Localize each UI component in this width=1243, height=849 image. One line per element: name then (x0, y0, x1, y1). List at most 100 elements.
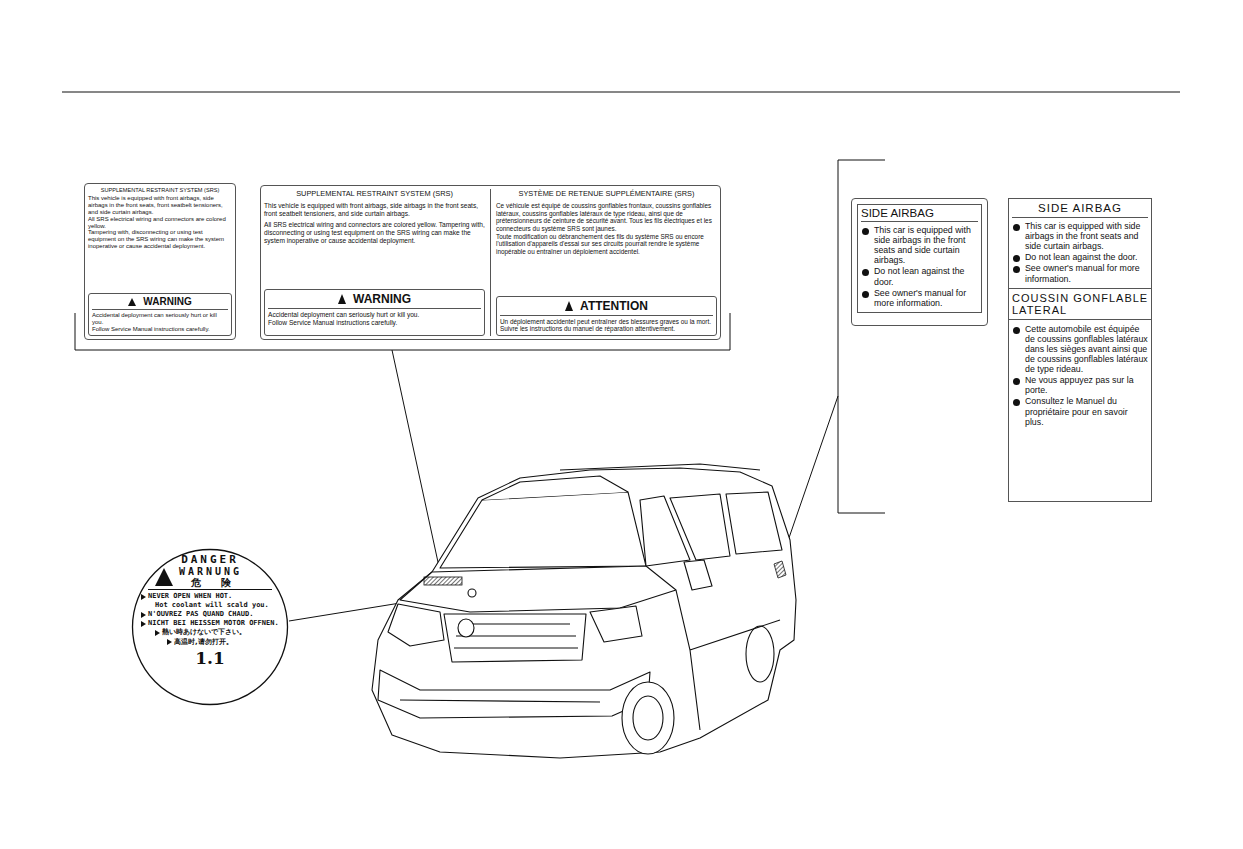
srs-label: SUPPLEMENTAL RESTRAINT SYSTEM (SRS) This … (260, 185, 721, 340)
bullet-row: Do not lean against the door. (861, 266, 978, 286)
rule (148, 589, 272, 590)
label-title: SUPPLEMENTAL RESTRAINT SYSTEM (SRS) (88, 187, 232, 193)
danger-text: N'OUVREZ PAS QUAND CHAUD. (148, 610, 253, 619)
bullet-text: Do not lean against the door. (1025, 252, 1138, 262)
hood-label (424, 577, 462, 585)
attention-body: Un déploiement accidentel peut entraîner… (500, 318, 713, 326)
label-body: Ce véhicule est équipé de coussins gonfl… (496, 202, 717, 233)
label-body: This vehicle is equipped with front airb… (88, 195, 232, 216)
door-label (774, 561, 786, 578)
warning-triangle (128, 298, 136, 306)
danger-line: NEVER OPEN WHEN HOT. (141, 592, 232, 601)
label-body: Toute modification ou débranchement des … (496, 233, 717, 256)
bullet-dot (1013, 327, 1020, 334)
bullet-text: Ne vous appuyez pas sur la porte. (1025, 375, 1148, 395)
warning-body: Accidental deployment can seriously hurt… (268, 311, 481, 319)
warning-heading: WARNING (268, 292, 481, 309)
warning-body: Accidental deployment can seriously hurt… (92, 312, 228, 326)
danger-title: WARNUNG (179, 566, 242, 577)
spacer (264, 245, 485, 286)
label-title: SUPPLEMENTAL RESTRAINT SYSTEM (SRS) (264, 189, 485, 198)
bullet-text: See owner's manual for more information. (1025, 263, 1148, 283)
label-title: SIDE AIRBAG (861, 207, 978, 222)
danger-heading: WARNUNG危 険 (155, 566, 265, 588)
warning-triangle (565, 301, 573, 311)
bullet-text: Do not lean against the door. (874, 266, 978, 286)
warning-heading: ATTENTION (500, 299, 713, 316)
danger-text: Hot coolant will scald you. (155, 601, 269, 610)
bullet-dot (1013, 224, 1020, 231)
bullet-row: Ne vous appuyez pas sur la porte. (1012, 375, 1148, 395)
bullet-dot (862, 228, 869, 235)
label-title: SIDE AIRBAG (1012, 202, 1148, 218)
bullet-row: See owner's manual for more information. (1012, 263, 1148, 283)
bullet-dot (1013, 255, 1020, 262)
danger-title: 危 険 (191, 577, 231, 588)
bullet-row: See owner's manual for more information. (861, 288, 978, 308)
danger-title: DANGER (181, 554, 239, 566)
bullet-text: See owner's manual for more information. (874, 288, 978, 308)
label-body: This vehicle is equipped with front airb… (264, 202, 485, 218)
label-body: All SRS electrical wiring and connectors… (264, 221, 485, 245)
bullet-text: This car is equipped with side airbags i… (874, 225, 978, 265)
warning-heading: WARNING (92, 296, 228, 310)
arrow-marker (155, 630, 160, 636)
arrow-marker (167, 639, 172, 645)
warning-body: Follow Service Manual instructions caref… (92, 326, 228, 333)
minivan (372, 464, 796, 758)
bullet-row: Do not lean against the door. (1012, 252, 1148, 262)
label-column: SUPPLEMENTAL RESTRAINT SYSTEM (SRS) This … (264, 189, 491, 336)
spacer (88, 250, 232, 289)
danger-line: N'OUVREZ PAS QUAND CHAUD. (141, 610, 253, 619)
bullet-row: Consultez le Manuel du propriétaire pour… (1012, 396, 1148, 426)
spacer (496, 256, 717, 292)
warning-triangle (338, 294, 346, 304)
attention-box: ATTENTION Un déploiement accidentel peut … (496, 296, 717, 336)
bullet-dot (1013, 266, 1020, 273)
arrow-marker (141, 594, 146, 600)
warning-box: WARNING Accidental deployment can serious… (264, 289, 485, 336)
bullet-text: This car is equipped with side airbags i… (1025, 221, 1148, 251)
warning-body: Follow Service Manual instructions caref… (268, 319, 481, 327)
label-title: SYSTÈME DE RETENUE SUPPLÉMENTAIRE (SRS) (496, 189, 717, 198)
side-airbag-label: SIDE AIRBAG This car is equipped with sid… (1008, 198, 1152, 502)
header-rule (62, 91, 1180, 92)
danger-line: 高温时,请勿打开。 (167, 638, 233, 647)
leader-line (392, 350, 441, 576)
warning-title: WARNING (143, 296, 191, 307)
arrow-marker (141, 621, 146, 627)
danger-words: WARNUNG危 険 (179, 566, 242, 588)
warning-icon (155, 568, 173, 586)
label-title: COUSSIN GONFLABLE LATERAL (1009, 288, 1151, 320)
bullet-dot (1013, 399, 1020, 406)
circle-content: DANGERWARNUNG危 険 NEVER OPEN WHEN HOT.Hot … (141, 554, 279, 667)
label-body: Tampering with, disconnecting or using t… (88, 229, 232, 250)
side-airbag-label: SIDE AIRBAG This car is equipped with sid… (851, 198, 988, 326)
label-body: All SRS electrical wiring and connectors… (88, 216, 232, 230)
danger-text: NEVER OPEN WHEN HOT. (148, 592, 232, 601)
attention-body: Suivre les instructions du manuel de rép… (500, 325, 713, 333)
bullet-text: Consultez le Manuel du propriétaire pour… (1025, 396, 1148, 426)
danger-text: 高温时,请勿打开。 (174, 638, 233, 647)
danger-line: 熱い時あけないで下さい。 (155, 628, 246, 637)
danger-number: 1.1 (195, 649, 225, 668)
danger-text: 熱い時あけないで下さい。 (162, 628, 246, 637)
warning-circle: DANGERWARNUNG危 険 NEVER OPEN WHEN HOT.Hot … (131, 548, 289, 706)
label-inner: SIDE AIRBAG This car is equipped with sid… (857, 204, 982, 313)
srs-label: SUPPLEMENTAL RESTRAINT SYSTEM (SRS) This … (84, 183, 236, 340)
danger-line: Hot coolant will scald you. (155, 601, 269, 610)
bullet-dot (1013, 378, 1020, 385)
bullet-row: This car is equipped with side airbags i… (861, 225, 978, 265)
bullet-row: This car is equipped with side airbags i… (1012, 221, 1148, 251)
leader-line (781, 396, 838, 561)
warning-title: ATTENTION (580, 299, 648, 313)
warning-box: WARNING Accidental deployment can serious… (88, 293, 232, 336)
arrow-marker (141, 612, 146, 618)
label-column: SYSTÈME DE RETENUE SUPPLÉMENTAIRE (SRS) C… (491, 189, 717, 336)
bullet-dot (862, 269, 869, 276)
bullet-row: Cette automobile est équipée de coussins… (1012, 324, 1148, 375)
warning-title: WARNING (353, 292, 411, 306)
danger-text: NICHT BEI HEISSEM MOTOR OFFNEN. (148, 619, 279, 628)
bullet-text: Cette automobile est équipée de coussins… (1025, 324, 1148, 375)
bullet-dot (862, 291, 869, 298)
